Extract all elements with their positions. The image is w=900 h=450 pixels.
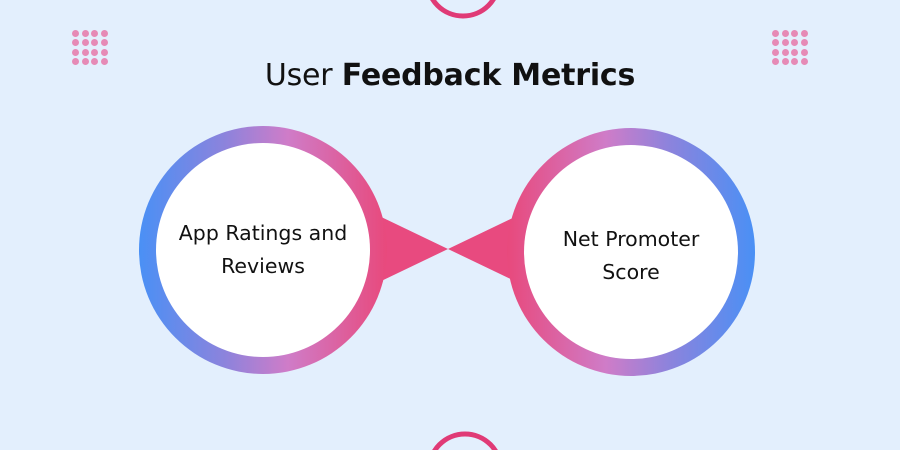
title-light: User [264, 58, 333, 93]
metric-label-nps: Net Promoter Score [528, 221, 734, 291]
connector-left-triangle [375, 214, 448, 284]
title-bold: Feedback Metrics [341, 58, 636, 93]
page-title: User Feedback Metrics [0, 58, 900, 93]
dot-grid-right [772, 30, 812, 70]
metric-label-line2: Reviews [221, 254, 305, 278]
metric-label-app-ratings: App Ratings and Reviews [160, 215, 366, 285]
metric-label-line1: App Ratings and [178, 221, 348, 245]
accent-ring-bottom [432, 431, 498, 450]
dot-grid-left [72, 30, 112, 70]
metric-label-line2: Score [602, 260, 660, 284]
metric-circle-right [507, 128, 755, 376]
connector-right-triangle [448, 214, 521, 284]
metric-label-line1: Net Promoter [562, 227, 700, 251]
metric-circle-left [139, 126, 387, 374]
accent-ring-top [430, 0, 496, 19]
